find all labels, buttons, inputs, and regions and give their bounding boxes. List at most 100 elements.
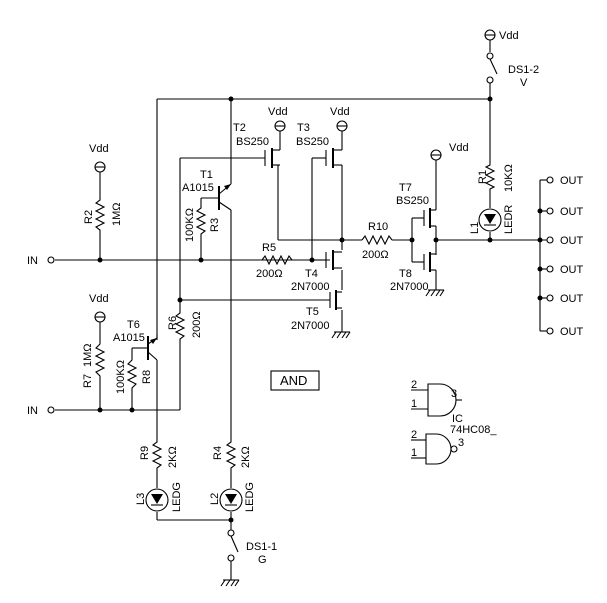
r5-ref: R5: [262, 242, 276, 254]
input-terminal-2[interactable]: IN: [27, 405, 55, 417]
mosfet-t4: T4 2N7000: [291, 250, 342, 293]
t3-ref: T3: [297, 122, 310, 134]
r1-value: 10KΩ: [503, 164, 515, 192]
led-l2: L2 LEDG: [209, 482, 256, 512]
out-label: OUT: [560, 206, 584, 218]
out-label: OUT: [560, 293, 584, 305]
l2-ref: L2: [209, 493, 221, 505]
transistor-t6: T6 A1015: [113, 319, 158, 361]
led-l3: L3 LEDG: [135, 482, 183, 512]
output-terminals: OUT OUT OUT OUT OUT OUT: [546, 175, 584, 338]
output-terminal-6[interactable]: OUT: [546, 326, 584, 338]
out-label: OUT: [560, 235, 584, 247]
vdd-label: Vdd: [89, 293, 109, 305]
mosfet-t8: T8 2N7000: [390, 252, 436, 293]
t2-part: BS250: [236, 136, 269, 148]
input-terminal-1[interactable]: IN: [27, 255, 55, 267]
mosfet-t7: T7 BS250: [396, 182, 436, 228]
gate-pin-3: 3: [458, 437, 464, 449]
vdd-label: Vdd: [499, 30, 519, 42]
ds1-2-label: DS1-2: [508, 64, 539, 76]
wires: [55, 85, 548, 530]
ds1-1-label: DS1-1: [246, 541, 277, 553]
vdd-label: Vdd: [89, 143, 109, 155]
r7-ref: R7: [82, 374, 94, 388]
vdd-label: Vdd: [268, 106, 288, 118]
vdd-t2: Vdd: [268, 106, 288, 150]
out-label: OUT: [560, 326, 584, 338]
mosfet-t5: T5 2N7000: [291, 290, 342, 332]
resistor-r1: R1 10KΩ: [477, 162, 515, 192]
vdd-label: Vdd: [330, 106, 350, 118]
ic-part: 74HC08_: [450, 424, 497, 436]
t7-ref: T7: [399, 182, 412, 194]
r3-value: 100KΩ: [184, 208, 196, 242]
out-label: OUT: [560, 175, 584, 187]
output-terminal-3[interactable]: OUT: [546, 235, 584, 247]
out-label: OUT: [560, 264, 584, 276]
resistor-r10: R10 200Ω: [361, 221, 393, 261]
r2-value: 1MΩ: [111, 202, 123, 226]
t1-part: A1015: [182, 182, 214, 194]
r1-ref: R1: [477, 170, 489, 184]
vdd-t7: Vdd: [430, 142, 469, 161]
r6-value: 200Ω: [191, 311, 203, 338]
resistor-r2: R2 1MΩ: [83, 197, 123, 233]
l2-part: LEDG: [244, 482, 256, 512]
ds1-2-sub-label: V: [520, 77, 528, 89]
t8-ref: T8: [399, 268, 412, 280]
t6-ref: T6: [127, 319, 140, 331]
resistor-r5: R5 200Ω: [256, 242, 293, 280]
resistor-r7: R7 1MΩ: [82, 340, 106, 388]
l3-ref: L3: [135, 493, 147, 505]
switch-ds1-1: DS1-1 G: [227, 529, 277, 580]
r7-value: 1MΩ: [82, 343, 94, 367]
resistor-r6: R6 200Ω: [167, 310, 203, 342]
output-terminal-5[interactable]: OUT: [546, 293, 584, 305]
r10-ref: R10: [368, 221, 388, 233]
t4-part: 2N7000: [291, 281, 330, 293]
resistor-r4: R4 2KΩ: [212, 438, 252, 470]
r9-value: 2KΩ: [167, 446, 179, 468]
r2-ref: R2: [83, 210, 95, 224]
t2-ref: T2: [233, 122, 246, 134]
gate-pin-1: 1: [411, 398, 417, 410]
r6-ref: R6: [167, 316, 179, 330]
ground-icon: [220, 579, 240, 587]
in-label: IN: [27, 255, 38, 267]
vdd-t3: Vdd: [330, 106, 350, 150]
r4-ref: R4: [212, 446, 224, 460]
output-terminal-2[interactable]: OUT: [546, 206, 584, 218]
output-terminal-4[interactable]: OUT: [546, 264, 584, 276]
gate-pin-2: 2: [411, 379, 417, 391]
l1-ref: L1: [469, 222, 481, 234]
mosfet-t3: T3 BS250: [296, 122, 342, 168]
t7-part: BS250: [396, 195, 429, 207]
ic-label: IC 74HC08_: [450, 413, 497, 436]
t4-ref: T4: [305, 268, 318, 280]
l1-part: LEDR: [503, 205, 515, 234]
r3-ref: R3: [209, 218, 221, 232]
mosfet-t2: T2 BS250: [233, 122, 280, 168]
output-terminal-1[interactable]: OUT: [546, 175, 584, 187]
switch-ds1-2: DS1-2 V: [486, 52, 539, 89]
t5-ref: T5: [306, 306, 319, 318]
vdd-r7: Vdd: [89, 293, 109, 323]
t3-part: BS250: [296, 136, 329, 148]
ground-icon: [331, 331, 351, 339]
nand-gate-icon: 2 1 3: [411, 429, 464, 465]
r4-value: 2KΩ: [240, 446, 252, 468]
ds1-1-sub-label: G: [258, 554, 267, 566]
junction-dots: [97, 96, 543, 523]
in-label: IN: [27, 405, 38, 417]
gate-pin-2: 2: [411, 429, 417, 441]
resistor-r8: 100KΩ R8: [115, 356, 153, 394]
vdd-r2: Vdd: [89, 143, 109, 173]
led-l1: L1 LEDR: [469, 205, 515, 234]
and-gate-icon: 2 1 3: [411, 379, 462, 417]
t1-ref: T1: [200, 169, 213, 181]
and-title-box: AND: [270, 370, 320, 391]
t8-part: 2N7000: [390, 281, 429, 293]
r8-value: 100KΩ: [115, 360, 127, 394]
